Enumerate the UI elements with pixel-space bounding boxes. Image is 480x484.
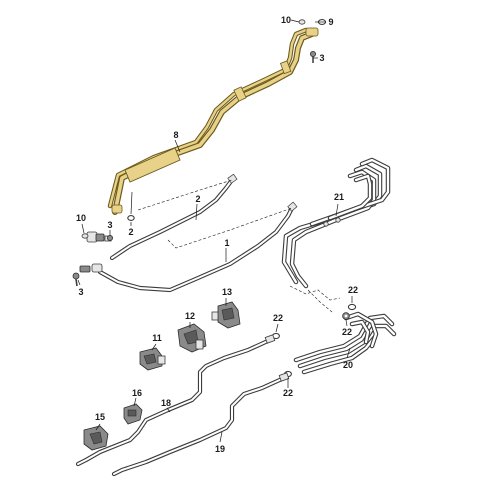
callout-22-middle: 22 bbox=[342, 327, 352, 337]
seal-22-middle[interactable] bbox=[342, 312, 350, 320]
bracket-part-11[interactable] bbox=[139, 347, 166, 371]
guide-dash-2 bbox=[167, 207, 293, 249]
fitting-assembly-lower-left[interactable] bbox=[79, 263, 103, 273]
callout-16: 16 bbox=[132, 388, 142, 398]
callout-9: 9 bbox=[328, 17, 333, 27]
callout-2: 2 bbox=[195, 194, 200, 204]
callout-22-upper: 22 bbox=[348, 285, 358, 295]
pipe-bundle-part-21[interactable] bbox=[281, 157, 391, 289]
callout-20: 20 bbox=[343, 360, 353, 370]
callout-5: 2 bbox=[128, 227, 133, 237]
pipe-part-19[interactable] bbox=[111, 372, 290, 477]
pipe-part-8-highlighted[interactable] bbox=[107, 27, 319, 215]
callout-1: 1 bbox=[224, 238, 229, 248]
callout-3-top: 3 bbox=[319, 53, 324, 63]
callout-10-left: 10 bbox=[76, 213, 86, 223]
callout-12: 12 bbox=[185, 311, 195, 321]
bolt-3-top[interactable] bbox=[309, 51, 316, 63]
seal-5[interactable] bbox=[127, 215, 135, 221]
guide-dash-3 bbox=[289, 285, 341, 301]
callout-21: 21 bbox=[334, 192, 344, 202]
callout-11: 11 bbox=[152, 333, 162, 343]
bracket-part-12[interactable] bbox=[177, 323, 207, 353]
guide-dash-1 bbox=[137, 179, 233, 211]
cap-10-top[interactable] bbox=[298, 19, 306, 25]
callout-22-left: 22 bbox=[273, 313, 283, 323]
cap-10-left[interactable] bbox=[81, 233, 89, 239]
bolt-3-upper-left[interactable] bbox=[107, 234, 114, 241]
callout-19: 19 bbox=[215, 444, 225, 454]
pipe-bundle-part-20[interactable] bbox=[293, 311, 397, 375]
callout-13: 13 bbox=[222, 287, 232, 297]
callout-3-lower-left: 3 bbox=[78, 287, 83, 297]
bracket-part-13[interactable] bbox=[211, 301, 241, 329]
callout-18: 18 bbox=[161, 398, 171, 408]
seal-22-upper[interactable] bbox=[347, 303, 357, 311]
pipe-part-18[interactable] bbox=[75, 334, 276, 467]
callout-8: 8 bbox=[173, 130, 178, 140]
callout-15: 15 bbox=[95, 412, 105, 422]
pipe-part-2[interactable] bbox=[109, 173, 238, 261]
guide-dash-4 bbox=[307, 289, 333, 313]
callout-3-upper-left: 3 bbox=[107, 220, 112, 230]
bracket-part-15[interactable] bbox=[83, 425, 109, 451]
bolt-3-lower-left[interactable] bbox=[72, 272, 80, 287]
bracket-part-16[interactable] bbox=[123, 403, 143, 425]
callout-22-lower: 22 bbox=[283, 388, 293, 398]
leader-lines bbox=[77, 19, 353, 443]
callout-10-top: 10 bbox=[281, 15, 291, 25]
